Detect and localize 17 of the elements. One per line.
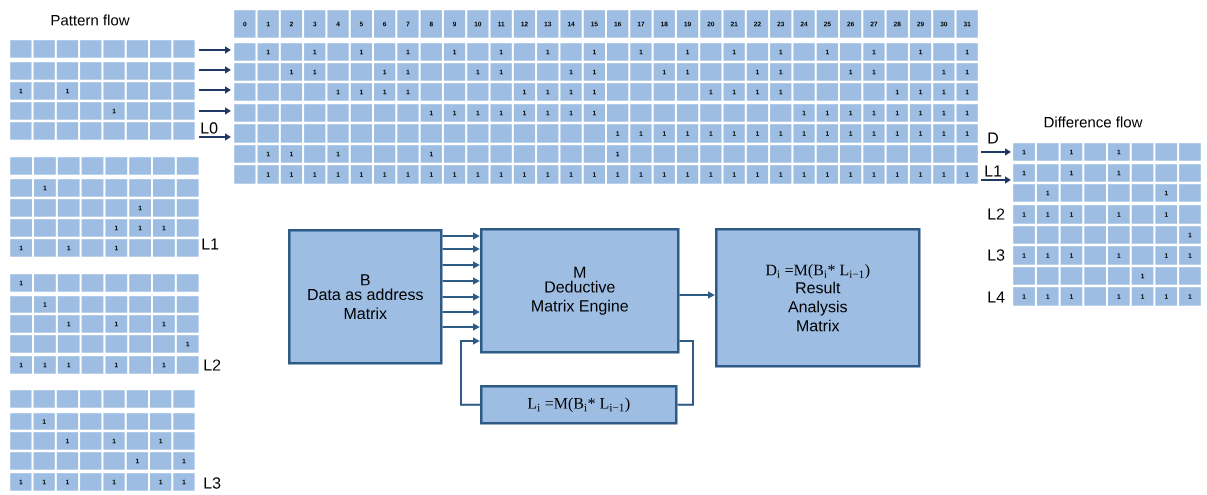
process-box: L$_{i}$ =M(B$_{i}$* L$_{i−1}$) xyxy=(480,385,678,425)
heading: Pattern flow xyxy=(51,14,130,26)
process-box: B Data as address Matrix xyxy=(288,229,443,365)
row-label: L2 xyxy=(988,208,1005,220)
row-label: L3 xyxy=(204,477,221,489)
row-label: D xyxy=(988,132,998,144)
row-label: L1 xyxy=(202,238,219,250)
row-label: L4 xyxy=(988,291,1005,303)
arrow xyxy=(460,337,481,406)
row-label: L1 xyxy=(985,165,1002,177)
connector-line xyxy=(676,340,694,406)
row-label: L0 xyxy=(201,122,218,134)
row-label: L2 xyxy=(204,359,221,371)
process-box: M Deductive Matrix Engine xyxy=(480,228,680,354)
heading: Difference flow xyxy=(1044,116,1143,128)
row-label: L3 xyxy=(988,249,1005,261)
process-box: D$_{i}$ =M(B$_{i}$* L$_{i−1}$) Result Analysis Matrix xyxy=(715,228,921,368)
